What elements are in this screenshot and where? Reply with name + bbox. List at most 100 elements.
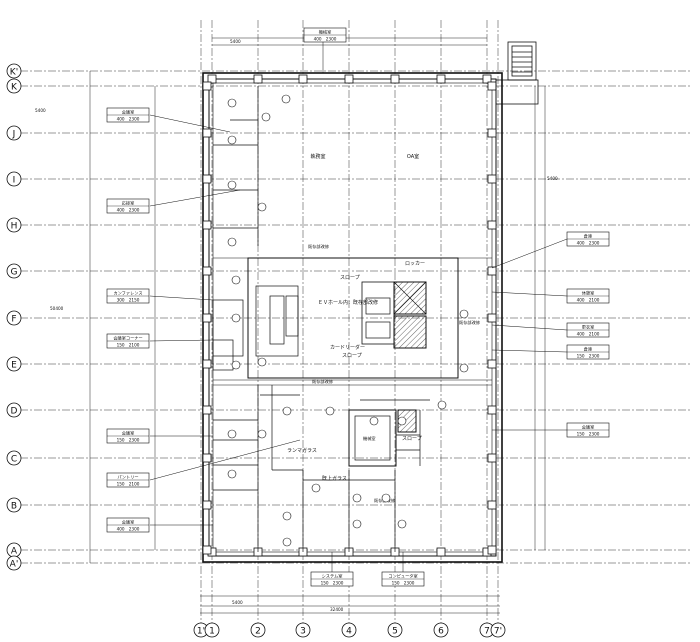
column (487, 453, 497, 463)
finish-marker (437, 400, 447, 410)
column (202, 500, 212, 510)
finish-tag-top: 会議室 (122, 109, 135, 116)
grid-row-label: J (12, 130, 16, 140)
structural-columns (202, 74, 497, 557)
grid-row-label: G (11, 268, 18, 278)
grid-col-bubble (433, 622, 449, 638)
dim-right: 5400 (547, 176, 558, 181)
finish-marker (227, 469, 237, 479)
grid-row-bubble (6, 356, 22, 372)
finish-tag-top: 会議室コーナー (113, 335, 142, 342)
dim-left-total: 50400 (50, 306, 64, 311)
finish-marker (231, 360, 241, 370)
finish-marker (459, 363, 469, 373)
column (253, 74, 263, 84)
kizon-tag-3: 既存部改修 (459, 319, 481, 326)
finish-marker (227, 429, 237, 439)
room-label: OA室 (407, 153, 419, 160)
finish-marker (397, 519, 407, 529)
dimension-texts: 5400 32400 5400 50400 5400 5400 (35, 39, 558, 612)
column (202, 313, 212, 323)
grid-col-bubble (490, 622, 506, 638)
finish-tag-top: 会議室 (122, 430, 135, 437)
finish-tag-bottom: 150 2300 (321, 581, 344, 586)
column (202, 545, 212, 555)
finish-marker (282, 406, 292, 416)
grid-col-bubble (204, 622, 220, 638)
finish-marker (325, 406, 335, 416)
grid-row-label: B (11, 502, 17, 512)
column (487, 174, 497, 184)
kizon-tag-2: 既存部改修 (312, 378, 334, 385)
grid-row-bubble (6, 310, 22, 326)
grid-col-bubble (341, 622, 357, 638)
column (344, 74, 354, 84)
finish-tag-top: 機械室 (319, 29, 332, 36)
column (487, 220, 497, 230)
column (202, 220, 212, 230)
dim-top: 5400 (230, 39, 241, 44)
grid-row-bubble (6, 402, 22, 418)
finish-tag-bottom: 150 2300 (577, 354, 600, 359)
finish-markers (227, 94, 469, 547)
grid-col-label: 1' (197, 627, 205, 637)
column (202, 266, 212, 276)
column (202, 81, 212, 91)
grid-row-label: K' (10, 68, 18, 78)
finish-tag-bottom: 150 2300 (392, 581, 415, 586)
column (436, 74, 446, 84)
finish-tag-top: 応接室 (122, 200, 135, 207)
column (202, 128, 212, 138)
grid-col-label: 3 (300, 627, 306, 637)
grid-row-label: K (11, 83, 18, 93)
finish-marker (257, 357, 267, 367)
finish-marker (257, 429, 267, 439)
card-reader-label: カードリーダー (330, 344, 365, 351)
grid-col-label: 4 (346, 627, 352, 637)
grid-row-bubble (6, 450, 22, 466)
grid-row-bubble (6, 78, 22, 94)
grid-row-bubble (6, 555, 22, 571)
dim-left-span: 5400 (35, 108, 46, 113)
grid-row-bubble (6, 63, 22, 79)
finish-marker (311, 483, 321, 493)
finish-tag-bottom: 400 2300 (117, 527, 140, 532)
column (487, 313, 497, 323)
finish-tag-bottom: 400 2300 (117, 208, 140, 213)
hatched-shafts (393, 281, 427, 433)
column (487, 545, 497, 555)
finish-tag-bottom: 400 2300 (117, 117, 140, 122)
interior-partitions (212, 86, 492, 552)
finish-marker (381, 493, 391, 503)
grid-col-label: 7 (484, 627, 490, 637)
grid-col-bubble (387, 622, 403, 638)
grid-row-bubble (6, 217, 22, 233)
column (436, 547, 446, 557)
finish-tag-bottom: 150 2100 (117, 482, 140, 487)
finish-tag-top: 倉庫 (584, 233, 592, 240)
machine-room-label: 機械室 (363, 435, 376, 442)
finish-tag-bottom: 400 2100 (577, 298, 600, 303)
column (487, 500, 497, 510)
column (202, 405, 212, 415)
finish-tag-bottom: 400 2300 (314, 37, 337, 42)
column (487, 359, 497, 369)
grid-row-label: C (11, 455, 17, 465)
grid-row-label: A (11, 547, 18, 557)
grid-row-label: E (11, 361, 17, 371)
grid-col-label: 5 (392, 627, 398, 637)
finish-tag-top: カンファレンス (113, 291, 142, 297)
lounge-glass-label: ランマガラス (287, 447, 317, 454)
finish-marker (261, 112, 271, 122)
finish-marker (231, 275, 241, 285)
grid-row-label: A' (10, 560, 19, 570)
column (482, 74, 492, 84)
column (298, 74, 308, 84)
